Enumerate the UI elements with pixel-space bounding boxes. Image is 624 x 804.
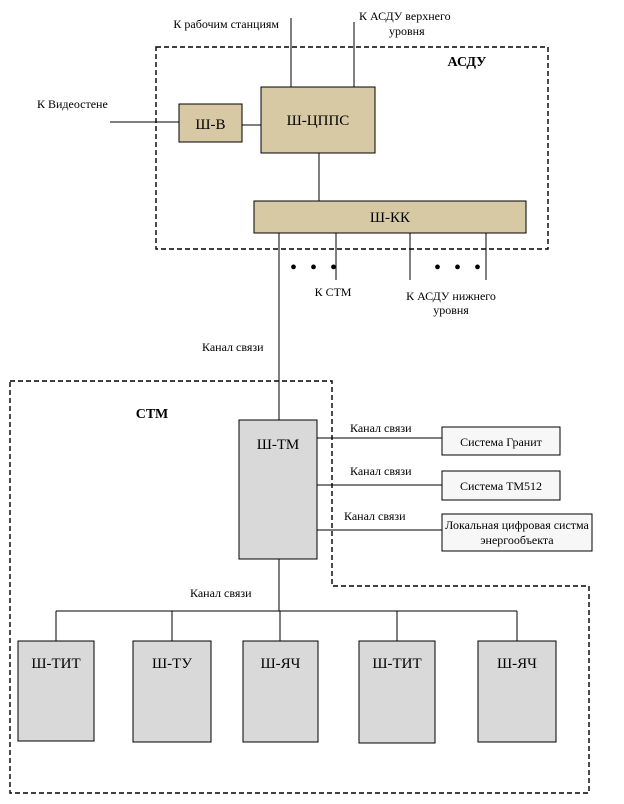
system-local-label-line2: энергообъекта [480,533,554,547]
channel-main-label: Канал связи [202,340,264,354]
stm-region-title: СТМ [136,407,168,422]
block-sh-kk-label: Ш-КК [370,210,411,226]
system-tm512-label: Система ТМ512 [460,479,542,493]
block-sh-yach-1-label: Ш-ЯЧ [261,656,301,672]
block-sh-tit-2 [358,640,436,744]
block-sh-tit-2-label: Ш-ТИТ [372,656,421,672]
channel-local-label: Канал связи [344,509,406,523]
to-asdu-upper-label-line1: К АСДУ верхнего [359,9,451,23]
asdu-region-title: АСДУ [448,55,487,70]
to-asdu-upper-label-line2: уровня [389,24,425,38]
block-sh-tm-label: Ш-ТМ [257,437,299,453]
stm-region-border [9,380,590,794]
to-videowall-label: К Видеостене [37,97,108,111]
block-sh-cpps [260,86,376,154]
block-sh-yach-1 [242,640,319,743]
to-stm-label: К СТМ [315,285,352,299]
block-sh-tu-label: Ш-ТУ [152,656,192,672]
ellipsis-right: • • • [434,257,485,279]
block-sh-v-label: Ш-В [195,117,225,133]
to-workstations-label: К рабочим станциям [173,17,279,31]
to-asdu-lower-label-line1: К АСДУ нижнего [406,289,496,303]
system-local [441,513,593,552]
block-sh-yach-2-label: Ш-ЯЧ [497,656,537,672]
asdu-region-border [155,46,549,250]
block-sh-tu [132,640,212,743]
system-local-label-line1: Локальная цифровая систма [445,518,589,532]
block-sh-yach-2 [477,640,557,743]
to-asdu-lower-label-line2: уровня [433,303,469,317]
system-granit-label: Система Гранит [460,435,543,449]
block-sh-tit-1-label: Ш-ТИТ [31,656,80,672]
block-sh-kk [253,200,527,234]
block-sh-tm [238,419,318,560]
ellipsis-left: • • • [290,257,341,279]
block-sh-cpps-label: Ш-ЦППС [287,113,350,129]
block-sh-v [178,103,243,143]
channel-granit-label: Канал связи [350,421,412,435]
channel-bus-label: Канал связи [190,586,252,600]
system-tm512 [441,470,561,501]
block-sh-tit-1 [17,640,95,742]
system-granit [441,426,561,456]
channel-tm512-label: Канал связи [350,464,412,478]
